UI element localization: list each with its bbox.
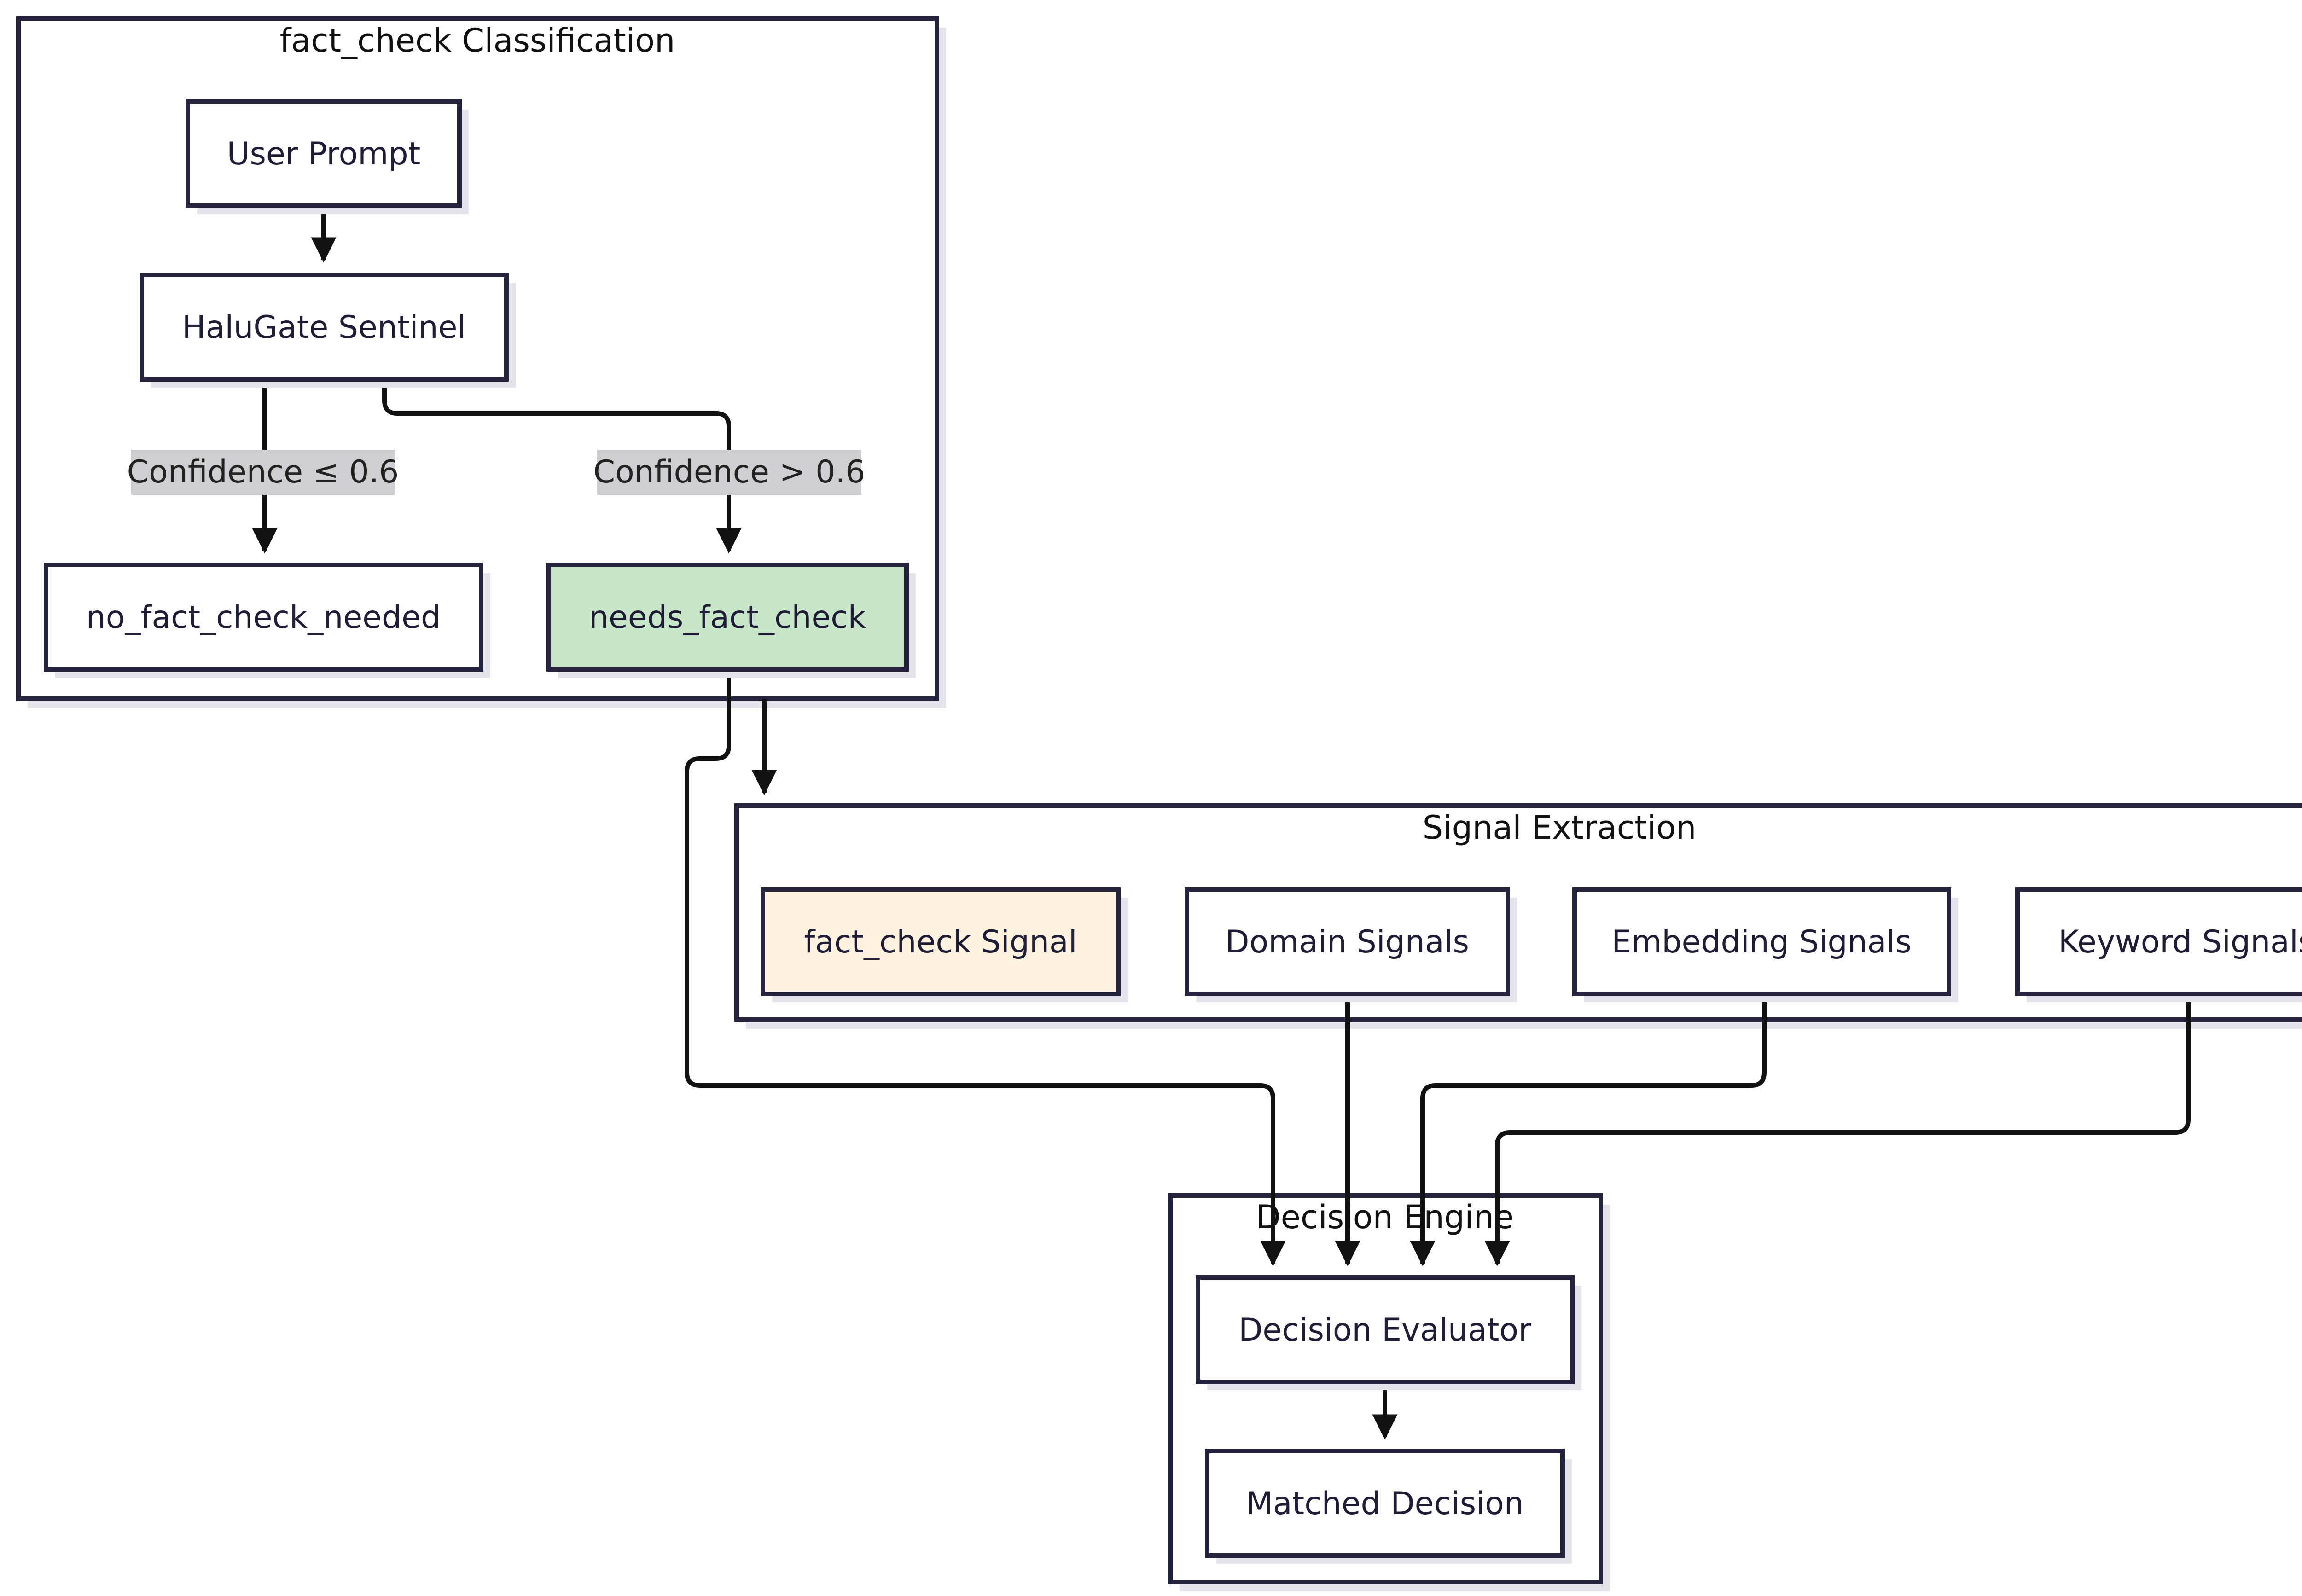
edge-keyword-to-evaluator bbox=[1484, 994, 2191, 1266]
group-classification-title: fact_check Classification bbox=[280, 22, 675, 59]
group-signals-title: Signal Extraction bbox=[1423, 809, 1697, 847]
edge-label-high-confidence-text: Confidence > 0.6 bbox=[593, 454, 866, 490]
node-domain-signals-label: Domain Signals bbox=[1225, 924, 1469, 960]
node-user-prompt-label: User Prompt bbox=[227, 136, 421, 172]
node-fact-check-signal[interactable]: fact_check Signal bbox=[761, 887, 1128, 1002]
edge-label-low-confidence: Confidence ≤ 0.6 bbox=[127, 450, 399, 495]
node-halugate-sentinel-label: HaluGate Sentinel bbox=[182, 309, 466, 346]
node-halugate-sentinel[interactable]: HaluGate Sentinel bbox=[140, 273, 516, 388]
node-domain-signals[interactable]: Domain Signals bbox=[1185, 887, 1517, 1002]
node-no-fact-check-needed-label: no_fact_check_needed bbox=[86, 599, 441, 636]
edge-label-high-confidence: Confidence > 0.6 bbox=[593, 450, 866, 495]
node-user-prompt[interactable]: User Prompt bbox=[186, 99, 469, 214]
node-fact-check-signal-label: fact_check Signal bbox=[804, 924, 1077, 960]
edge-halugate-to-needs-fact-check bbox=[382, 380, 742, 554]
node-embedding-signals[interactable]: Embedding Signals bbox=[1572, 887, 1958, 1002]
node-keyword-signals[interactable]: Keyword Signals bbox=[2015, 887, 2302, 1002]
group-decision-title: Decision Engine bbox=[1256, 1198, 1514, 1236]
edge-label-low-confidence-text: Confidence ≤ 0.6 bbox=[127, 454, 399, 490]
edge-embedding-to-evaluator bbox=[1410, 994, 1767, 1266]
node-keyword-signals-label: Keyword Signals bbox=[2058, 924, 2302, 960]
node-needs-fact-check-label: needs_fact_check bbox=[589, 599, 866, 636]
node-matched-decision[interactable]: Matched Decision bbox=[1205, 1449, 1572, 1564]
node-decision-evaluator[interactable]: Decision Evaluator bbox=[1196, 1275, 1581, 1390]
node-matched-decision-label: Matched Decision bbox=[1246, 1486, 1524, 1522]
node-no-fact-check-needed[interactable]: no_fact_check_needed bbox=[44, 563, 490, 678]
edge-needs-fact-check-to-evaluator bbox=[685, 670, 1286, 1266]
edges bbox=[252, 206, 2191, 1440]
node-needs-fact-check[interactable]: needs_fact_check bbox=[546, 563, 916, 678]
node-decision-evaluator-label: Decision Evaluator bbox=[1238, 1312, 1531, 1348]
node-embedding-signals-label: Embedding Signals bbox=[1611, 924, 1912, 960]
